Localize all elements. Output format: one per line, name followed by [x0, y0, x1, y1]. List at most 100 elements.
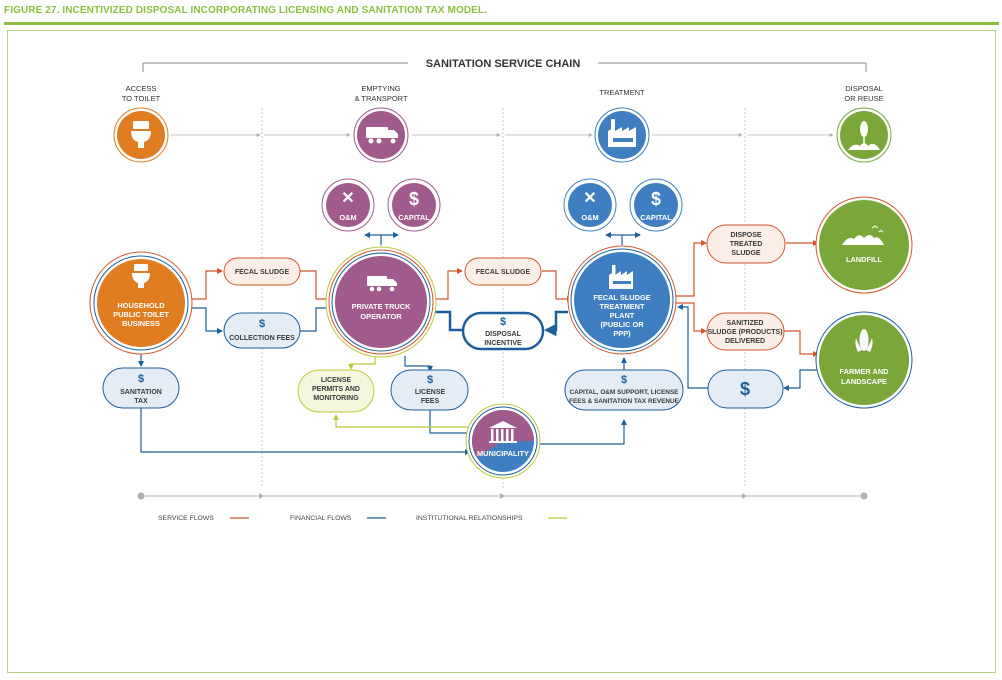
tools-icon: ✕ [583, 190, 596, 207]
flow-plant-to-dispose [676, 240, 707, 297]
flow-license-fees-to-municipality [429, 407, 473, 436]
disposal-incentive-line1: DISPOSAL [485, 331, 522, 338]
legend-service-label: SERVICE FLOWS [158, 515, 214, 522]
household-line3: BUSINESS [122, 319, 160, 328]
dollar-icon: $ [621, 374, 627, 386]
timeline-start-dot [137, 492, 145, 500]
license-fees-box: $ LICENSE FEES [390, 369, 469, 411]
farmer-line1: FARMER AND [840, 367, 890, 376]
license-fees-line2: FEES [421, 398, 440, 405]
municipality-node: MUNICIPALITY [465, 403, 541, 479]
truck-operator-line2: OPERATOR [360, 312, 402, 321]
factory-icon [609, 265, 633, 289]
plant-om-circle: ✕ O&M [563, 178, 617, 232]
truck-om-label: O&M [339, 213, 356, 222]
title-rule [4, 22, 999, 25]
plant-om-label: O&M [581, 213, 598, 222]
dollar-icon: $ [138, 373, 144, 385]
fecal-sludge-box-2: FECAL SLUDGE [464, 257, 542, 286]
figure-frame [7, 30, 996, 673]
flow-truck-to-fecal2 [430, 268, 463, 300]
flow-truck-to-license-fees [404, 356, 433, 372]
plant-revenue-line1: CAPITAL, O&M SUPPORT, LICENSE [570, 389, 680, 396]
plant-line1: FECAL SLUDGE [593, 293, 650, 302]
legend: SERVICE FLOWS FINANCIAL FLOWS INSTITUTIO… [158, 515, 567, 522]
truck-operator-line1: PRIVATE TRUCK [352, 302, 412, 311]
plant-capital-circle: $ CAPITAL [629, 178, 683, 232]
toilet-icon [133, 121, 149, 129]
license-permits-line2: PERMITS AND [312, 386, 360, 393]
farmer-payment-box: $ [707, 369, 784, 409]
dollar-icon: $ [651, 189, 661, 209]
flow-fecal2-to-plant [542, 270, 573, 302]
fecal-sludge-label-1: FECAL SLUDGE [235, 269, 290, 276]
flow-truck-to-permits [348, 356, 376, 370]
sanitized-line2: SLUDGE (PRODUCTS) [707, 329, 782, 336]
dollar-icon: $ [259, 318, 265, 330]
flow-plant-to-om [605, 232, 623, 245]
license-permits-box: LICENSE PERMITS AND MONITORING [297, 369, 375, 413]
flow-sanitized-to-farmer [784, 330, 819, 357]
flow-lines [138, 232, 819, 455]
sanitized-line1: SANITIZED [727, 320, 764, 327]
truck-capital-circle: $ CAPITAL [387, 178, 441, 232]
dollar-icon: $ [500, 316, 506, 328]
stage-2-line1: EMPTYING [361, 84, 400, 93]
stage-3-line1: TREATMENT [599, 88, 645, 97]
stage-separators [261, 108, 746, 488]
landfill-icon [842, 225, 884, 245]
sanitized-line3: DELIVERED [725, 338, 765, 345]
farmer-line2: LANDSCAPE [841, 377, 887, 386]
dollar-icon: $ [427, 374, 433, 386]
flow-municipality-to-permits [333, 414, 474, 428]
truck-om-circle: ✕ O&M [321, 178, 375, 232]
toilet-icon [132, 264, 150, 288]
tools-icon: ✕ [341, 190, 354, 207]
flow-truck-to-incentive [430, 310, 462, 332]
chain-title: SANITATION SERVICE CHAIN [426, 58, 581, 70]
flow-municipality-to-revenue [534, 419, 627, 445]
fecal-sludge-label-2: FECAL SLUDGE [476, 269, 531, 276]
plant-revenue-line2: FEES & SANITATION TAX REVENUE [569, 398, 679, 405]
dollar-icon: $ [409, 189, 419, 209]
stage-4-line2: OR REUSE [844, 94, 883, 103]
figure-title: FIGURE 27. INCENTIVIZED DISPOSAL INCORPO… [4, 5, 488, 16]
stage-4-line1: DISPOSAL [845, 84, 883, 93]
dispose-treated-line1: DISPOSE [730, 232, 761, 239]
collection-fees-label: COLLECTION FEES [229, 335, 295, 342]
stage-icon-truck [353, 107, 409, 163]
sanitation-tax-line2: TAX [134, 398, 148, 405]
timeline-end-dot [860, 492, 868, 500]
plant-revenue-box: $ CAPITAL, O&M SUPPORT, LICENSE FEES & S… [564, 369, 684, 411]
flow-fecal-to-truck [300, 270, 333, 302]
household-node: HOUSEHOLD PUBLIC TOILET BUSINESS [89, 251, 193, 355]
dispose-treated-line3: SLUDGE [731, 250, 761, 257]
stage-icon-plant [836, 107, 892, 163]
flow-household-to-fecal [190, 268, 223, 300]
license-fees-line1: LICENSE [415, 389, 446, 396]
timeline-arrow-2 [500, 493, 505, 499]
government-building-icon [489, 421, 517, 443]
sanitation-tax-box: $ SANITATION TAX [102, 367, 180, 409]
treatment-plant-node: FECAL SLUDGE TREATMENT PLANT (PUBLIC OR … [567, 245, 677, 355]
legend-institutional-label: INSTITUTIONAL RELATIONSHIPS [416, 515, 523, 522]
sanitized-sludge-box: SANITIZED SLUDGE (PRODUCTS) DELIVERED [706, 312, 785, 351]
sanitation-tax-line1: SANITATION [120, 389, 162, 396]
truck-capital-label: CAPITAL [398, 213, 430, 222]
license-permits-line1: LICENSE [321, 377, 352, 384]
plant-line4: (PUBLIC OR [600, 320, 644, 329]
flow-plant-to-sanitized [676, 302, 707, 334]
truck-operator-node: PRIVATE TRUCK OPERATOR [325, 246, 437, 358]
household-line2: PUBLIC TOILET [113, 310, 169, 319]
municipality-label: MUNICIPALITY [477, 449, 529, 458]
plant-line3: PLANT [610, 311, 635, 320]
flow-plant-to-incentive [543, 310, 568, 337]
bottom-timeline [137, 492, 868, 500]
flow-tax-to-municipality [140, 408, 471, 455]
flow-truck-to-om [364, 232, 382, 245]
timeline-arrow-1 [259, 493, 264, 499]
farmer-node: FARMER AND LANDSCAPE [815, 311, 913, 409]
collection-fees-box: $ COLLECTION FEES [223, 312, 301, 349]
plant-capital-label: CAPITAL [640, 213, 672, 222]
